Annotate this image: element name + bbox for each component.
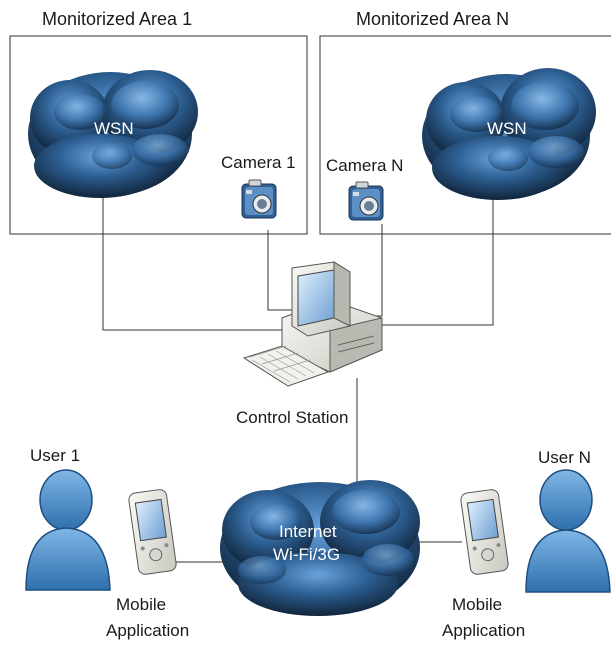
camera-n-icon — [348, 181, 384, 221]
mobile-app-n-line1: Mobile — [452, 595, 503, 614]
internet-label-line1: Internet — [279, 522, 337, 541]
control-station-label: Control Station — [236, 408, 349, 427]
user-1-label: User 1 — [30, 446, 81, 465]
camera-n-label: Camera N — [326, 156, 404, 175]
mobile-phone-n-icon — [460, 489, 509, 575]
wsn-1-label: WSN — [94, 119, 134, 138]
monitorized-area-n-box — [319, 35, 611, 235]
area-1-title: Monitorized Area 1 — [42, 9, 193, 29]
wsn-n-label: WSN — [487, 119, 527, 138]
user-n-icon — [525, 469, 611, 593]
area-n-title: Monitorized Area N — [356, 9, 510, 29]
control-station-computer-icon — [242, 261, 383, 387]
camera-1-label: Camera 1 — [221, 153, 296, 172]
mobile-app-n-line2: Application — [442, 621, 526, 640]
wsn-cloud-n — [422, 68, 596, 200]
mobile-app-1-line2: Application — [106, 621, 190, 640]
internet-cloud — [220, 480, 420, 616]
user-1-icon — [25, 469, 111, 591]
mobile-phone-1-icon — [128, 489, 177, 575]
user-n-label: User N — [538, 448, 591, 467]
camera-1-icon — [241, 179, 277, 219]
mobile-app-1-line1: Mobile — [116, 595, 167, 614]
monitorized-area-1-box — [9, 35, 308, 235]
wsn-cloud-1 — [28, 70, 198, 198]
internet-label-line2: Wi-Fi/3G — [273, 545, 341, 564]
